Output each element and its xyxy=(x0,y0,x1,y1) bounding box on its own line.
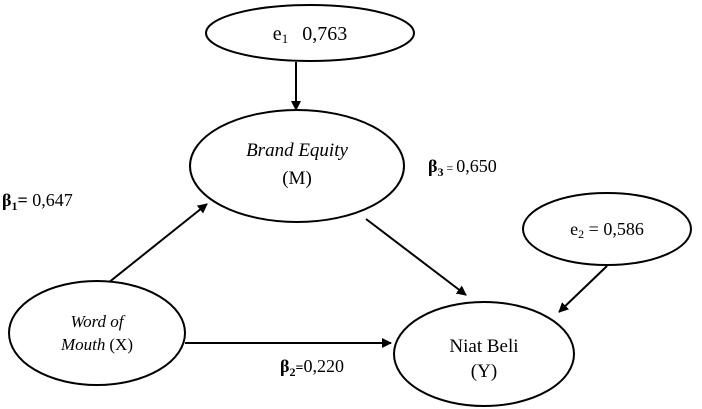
niat-beli-name: Niat Beli xyxy=(449,336,518,357)
beta3-subscript: 3 xyxy=(437,165,443,179)
beta1-subscript: 1 xyxy=(11,199,17,213)
beta1-value: 0,647 xyxy=(32,190,73,210)
niat-beli-node: Niat Beli (Y) xyxy=(393,301,575,407)
arrow-word-of-mouth-to-brand-equity xyxy=(102,203,208,288)
niat-beli-code: (Y) xyxy=(471,361,497,382)
e1-subscript: 1 xyxy=(282,31,289,46)
beta3-symbol: β xyxy=(428,156,437,176)
word-of-mouth-line2: Mouth(X) xyxy=(60,335,133,354)
e2-symbol: e xyxy=(570,219,578,239)
e1-value: 0,763 xyxy=(302,23,347,45)
niat-beli-ellipse xyxy=(393,301,575,407)
beta2-label: β2=0,220 xyxy=(280,356,344,379)
word-of-mouth-node: Word of Mouth(X) xyxy=(8,280,186,386)
beta3-label: β3 = 0,650 xyxy=(428,156,497,179)
beta2-sep: = xyxy=(295,361,303,376)
word-of-mouth-code: (X) xyxy=(109,335,133,354)
arrow-e2-to-niat-beli xyxy=(558,265,608,313)
beta1-symbol: β xyxy=(2,190,11,210)
error-node-e1: e1 0,763 xyxy=(205,4,415,62)
word-of-mouth-name-line1: Word of xyxy=(70,312,125,331)
brand-equity-node: Brand Equity (M) xyxy=(189,109,405,223)
e2-sep: = xyxy=(584,219,603,239)
beta2-subscript: 2 xyxy=(289,365,295,379)
beta3-value: 0,650 xyxy=(456,156,497,176)
beta1-sep: = xyxy=(17,190,32,210)
e2-subscript: 2 xyxy=(578,227,584,241)
beta3-sep: = xyxy=(443,161,456,175)
beta1-label: β1= 0,647 xyxy=(2,190,73,213)
e2-value: 0,586 xyxy=(603,219,644,239)
beta2-value: 0,220 xyxy=(303,356,344,376)
e1-ellipse xyxy=(205,4,415,62)
brand-equity-code: (M) xyxy=(282,168,312,189)
e2-ellipse xyxy=(522,192,692,266)
brand-equity-ellipse xyxy=(189,109,405,223)
e1-label: e1 0,763 xyxy=(273,23,347,46)
brand-equity-name: Brand Equity xyxy=(246,140,348,161)
e1-symbol: e xyxy=(273,23,282,45)
word-of-mouth-name-line2: Mouth xyxy=(60,335,105,354)
e2-label: e2 = 0,586 xyxy=(570,219,644,241)
word-of-mouth-ellipse xyxy=(8,280,186,386)
error-node-e2: e2 = 0,586 xyxy=(522,192,692,266)
beta2-symbol: β xyxy=(280,356,289,376)
arrow-brand-equity-to-niat-beli xyxy=(365,218,467,296)
